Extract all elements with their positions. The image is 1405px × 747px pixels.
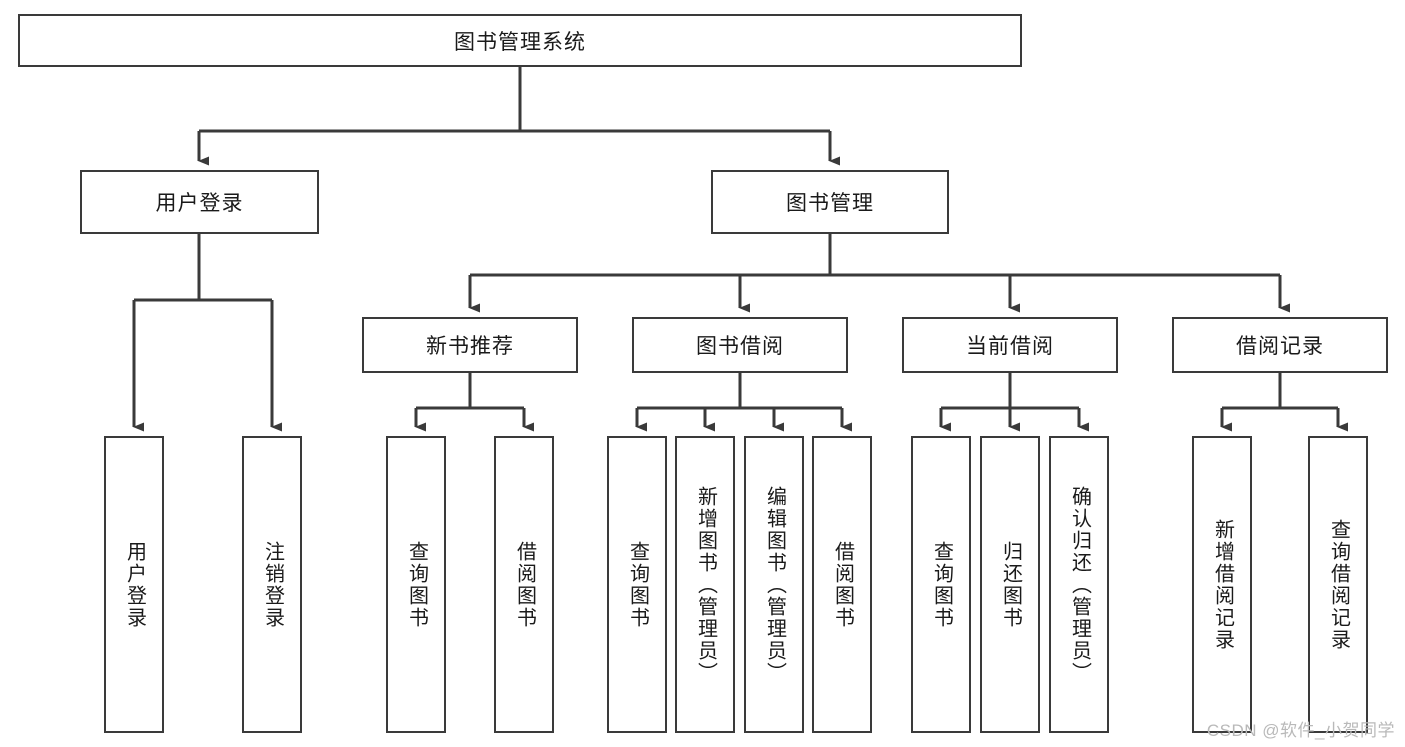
leaf-borrow-query-book[interactable]: 查询图书 [607,436,667,733]
leaf-label: 查询图书 [930,540,953,629]
leaf-label: 确认归还（管理员） [1068,485,1091,684]
node-book-management[interactable]: 图书管理 [711,170,949,234]
leaf-label: 借阅图书 [831,540,854,629]
node-root[interactable]: 图书管理系统 [18,14,1022,67]
leaf-label: 归还图书 [999,540,1022,629]
node-new-book-recommend[interactable]: 新书推荐 [362,317,578,373]
leaf-label: 用户登录 [123,540,146,629]
leaf-label: 注销登录 [261,540,284,629]
leaf-new-book-query[interactable]: 查询图书 [386,436,446,733]
node-user-login-label: 用户登录 [155,192,244,215]
leaf-borrow-borrow-book[interactable]: 借阅图书 [812,436,872,733]
leaf-record-query[interactable]: 查询借阅记录 [1308,436,1368,733]
leaf-label: 新增借阅记录 [1211,518,1234,651]
leaf-record-add[interactable]: 新增借阅记录 [1192,436,1252,733]
leaf-user-login-login[interactable]: 用户登录 [104,436,164,733]
node-current-borrow-label: 当前借阅 [966,335,1054,358]
leaf-label: 编辑图书（管理员） [763,485,786,684]
leaf-new-book-borrow[interactable]: 借阅图书 [494,436,554,733]
node-book-management-label: 图书管理 [786,192,874,215]
node-current-borrow[interactable]: 当前借阅 [902,317,1118,373]
node-book-borrow[interactable]: 图书借阅 [632,317,848,373]
leaf-label: 查询图书 [405,540,428,629]
leaf-current-confirm-return[interactable]: 确认归还（管理员） [1049,436,1109,733]
leaf-label: 新增图书（管理员） [694,485,717,684]
node-borrow-record[interactable]: 借阅记录 [1172,317,1388,373]
leaf-current-return-book[interactable]: 归还图书 [980,436,1040,733]
leaf-label: 借阅图书 [513,540,536,629]
leaf-borrow-edit-book[interactable]: 编辑图书（管理员） [744,436,804,733]
node-new-book-recommend-label: 新书推荐 [426,335,514,358]
leaf-label: 查询借阅记录 [1327,518,1350,651]
leaf-label: 查询图书 [626,540,649,629]
watermark: CSDN @软件_小贺同学 [1206,721,1395,740]
node-root-label: 图书管理系统 [454,30,586,54]
leaf-user-login-logout[interactable]: 注销登录 [242,436,302,733]
node-book-borrow-label: 图书借阅 [696,335,784,358]
node-borrow-record-label: 借阅记录 [1236,335,1324,358]
leaf-current-query-book[interactable]: 查询图书 [911,436,971,733]
node-user-login[interactable]: 用户登录 [80,170,319,234]
leaf-borrow-add-book[interactable]: 新增图书（管理员） [675,436,735,733]
